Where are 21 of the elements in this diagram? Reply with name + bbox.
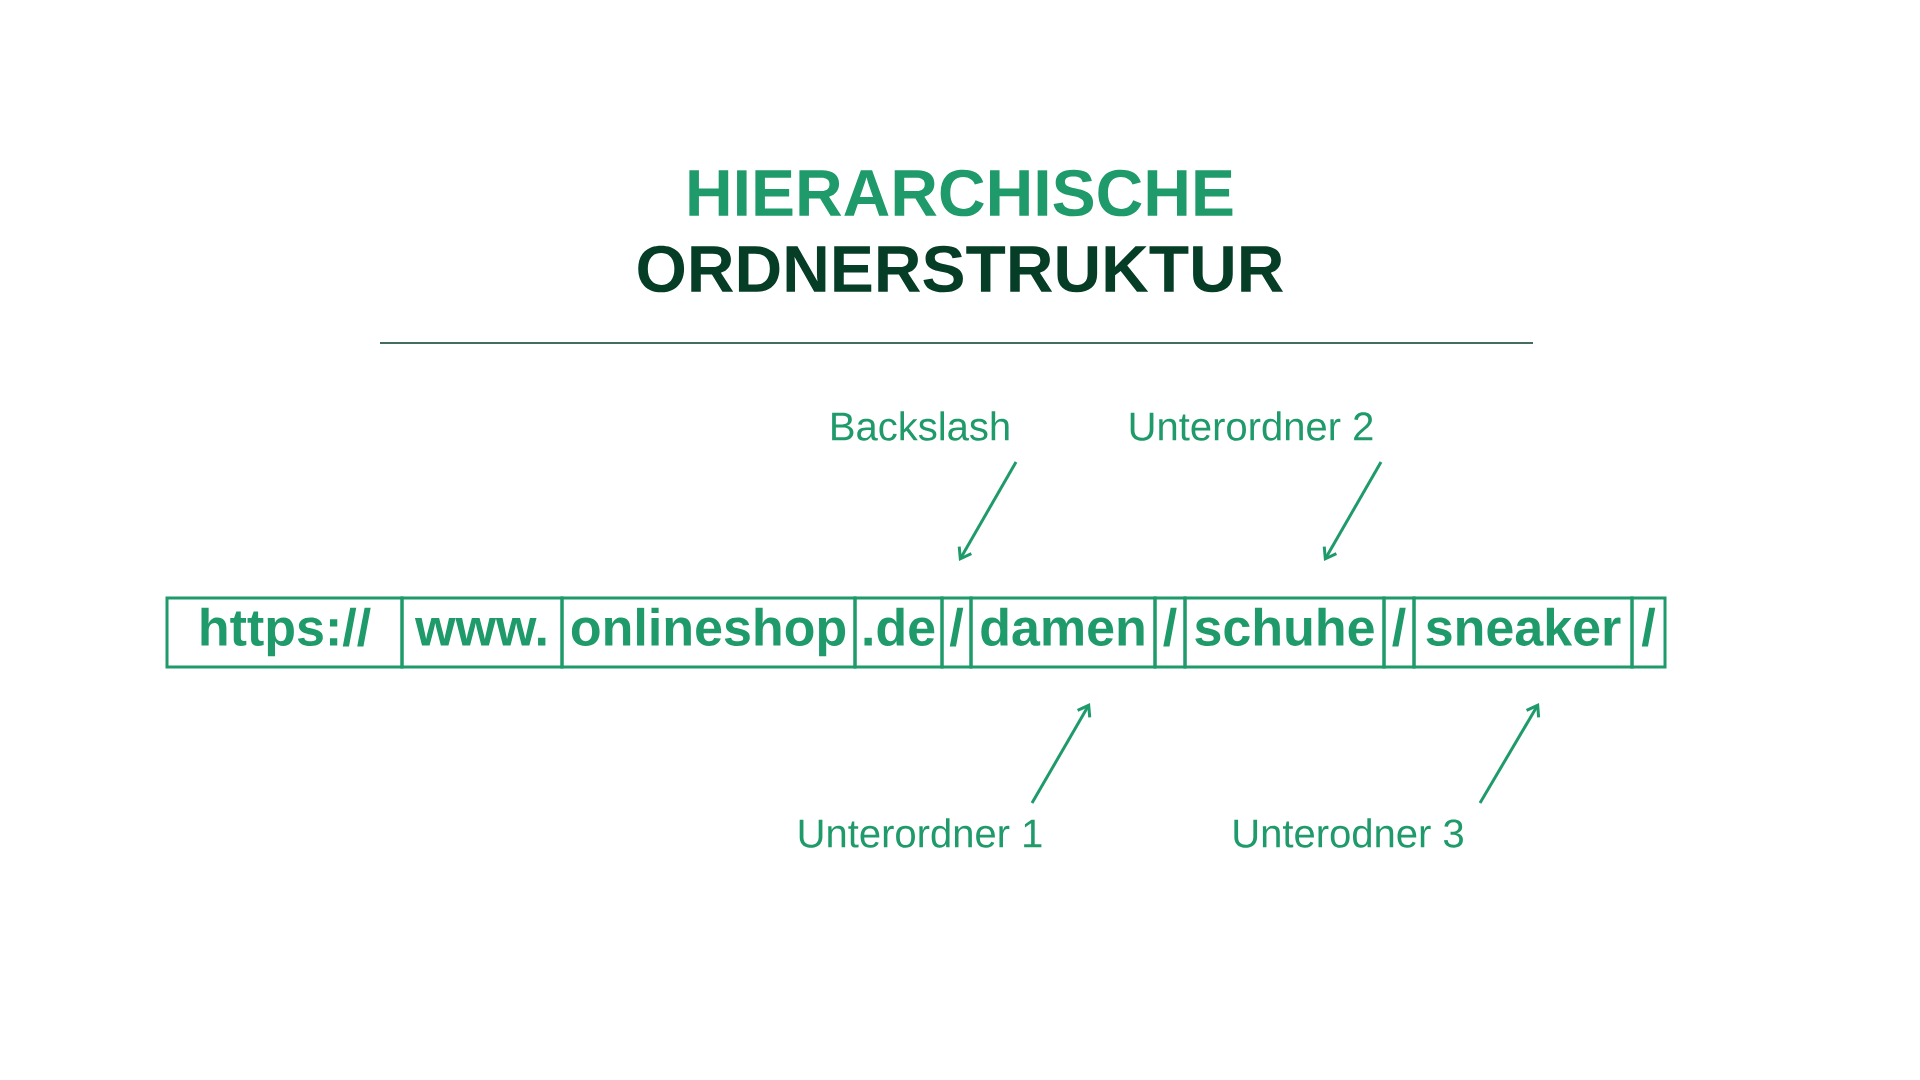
- arrow: [1478, 703, 1541, 804]
- callout-label: Unterordner 1: [799, 818, 1042, 848]
- url-segment-box: /: [1153, 596, 1187, 669]
- url-segment-box: www.: [400, 596, 564, 669]
- title: ORDNERSTRUKTUR: [638, 245, 1284, 293]
- url-segment-box: .de: [853, 596, 944, 669]
- url-segment-box: https://: [165, 596, 404, 669]
- callout-label: Unterodner 3: [1234, 818, 1463, 848]
- url-segment-box: /: [940, 596, 973, 669]
- callout-label: Backslash: [832, 411, 1009, 441]
- arrow: [1322, 461, 1383, 561]
- title: HIERARCHISCHE: [689, 169, 1233, 217]
- callout-label: Unterordner 2: [1130, 411, 1373, 441]
- url-segment-box: damen: [969, 596, 1157, 669]
- url-segment-box: sneaker: [1412, 596, 1634, 669]
- url-segment-box: onlineshop: [560, 596, 857, 669]
- url-segment-box: schuhe: [1183, 596, 1386, 669]
- url-segment-box: /: [1630, 596, 1667, 669]
- arrow: [1030, 703, 1092, 804]
- url-segment-box: /: [1382, 596, 1416, 669]
- arrow: [957, 461, 1018, 561]
